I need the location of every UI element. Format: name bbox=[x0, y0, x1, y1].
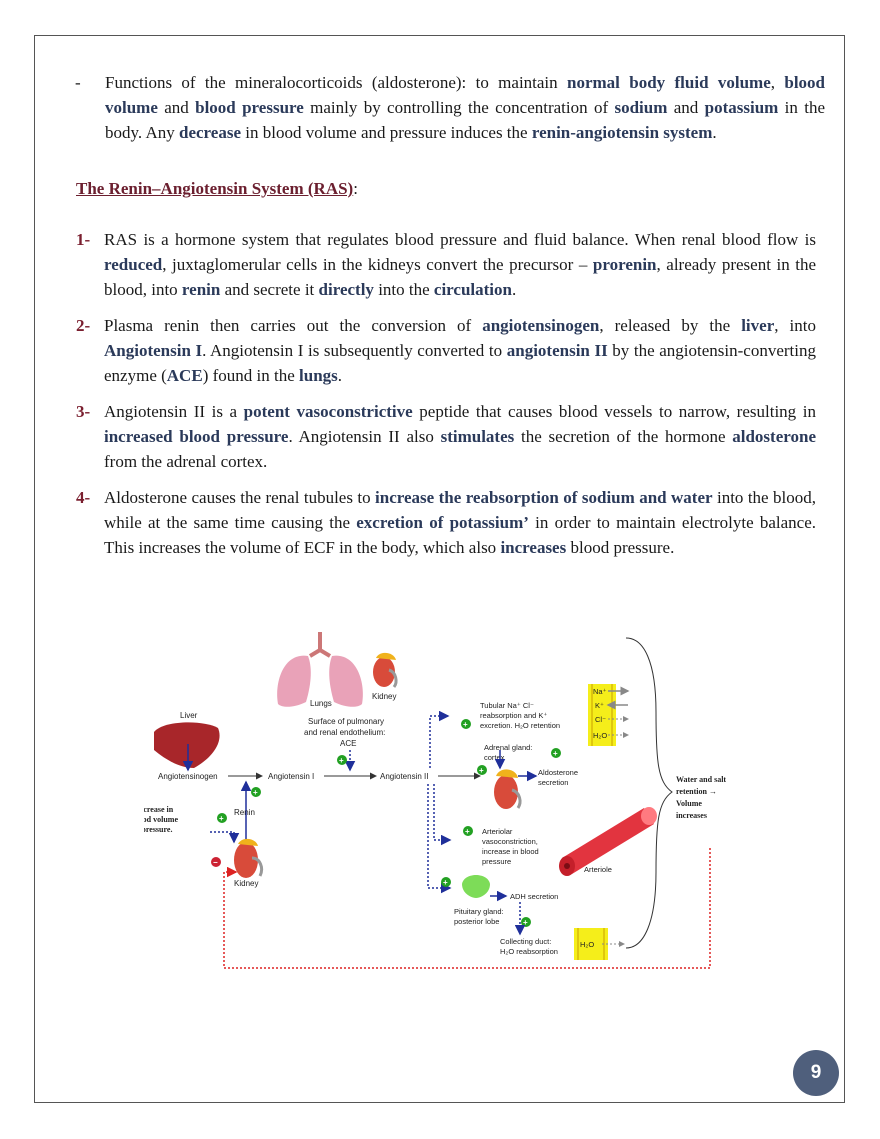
ace-label: ACE bbox=[340, 739, 356, 748]
water-label-1: Water and salt bbox=[676, 775, 726, 784]
plus-icon bbox=[337, 755, 347, 765]
svg-text:+: + bbox=[479, 766, 484, 775]
list-item: 1- RAS is a hormone system that regulate… bbox=[76, 230, 816, 299]
collecting-label-1: Collecting duct: bbox=[500, 937, 551, 946]
kidney-bottom-label: Kidney bbox=[234, 879, 258, 888]
numbered-list: 1- RAS is a hormone system that regulate… bbox=[76, 227, 816, 571]
aldosterone-label-1: Aldosterone bbox=[538, 768, 578, 777]
adrenal-label-2: cortex bbox=[484, 753, 505, 762]
plus-icon bbox=[441, 877, 451, 887]
svg-text:H₂O: H₂O bbox=[593, 731, 607, 740]
minus-icon bbox=[211, 857, 221, 867]
ion-box: Na⁺ K⁺ Cl⁻ H₂O bbox=[588, 684, 630, 746]
angiotensinogen-label: Angiotensinogen bbox=[158, 772, 218, 781]
decrease-label-3: or pressure. bbox=[144, 825, 172, 834]
arteriole-icon bbox=[559, 807, 657, 876]
decrease-label-2: blood volume bbox=[144, 815, 178, 824]
ras-diagram: Lungs Kidney Surface of pulmonary and re… bbox=[132, 632, 760, 978]
section-heading: The Renin–Angiotensin System (RAS): bbox=[76, 179, 358, 198]
renin-label: Renin bbox=[234, 808, 255, 817]
brace bbox=[625, 637, 673, 949]
plus-icon bbox=[217, 813, 227, 823]
tubular-label-2: reabsorption and K⁺ bbox=[480, 711, 547, 720]
water-label-4: increases bbox=[676, 811, 707, 820]
adrenal-kidney-icon bbox=[494, 769, 522, 809]
lungs-label: Lungs bbox=[310, 699, 332, 708]
svg-text:+: + bbox=[553, 749, 558, 758]
arteriolar-label-2: vasoconstriction, bbox=[482, 837, 538, 846]
kidney-bottom-icon bbox=[234, 838, 264, 878]
ras-diagram-svg: Lungs Kidney Surface of pulmonary and re… bbox=[132, 632, 760, 978]
plus-icon bbox=[521, 917, 531, 927]
collecting-label-2: H₂O reabsorption bbox=[500, 947, 558, 956]
arteriolar-label-4: pressure bbox=[482, 857, 511, 866]
svg-text:Cl⁻: Cl⁻ bbox=[595, 715, 606, 724]
liver-icon bbox=[154, 722, 220, 768]
svg-text:H₂O: H₂O bbox=[580, 940, 594, 949]
surface-label-1: Surface of pulmonary bbox=[308, 717, 384, 726]
svg-text:+: + bbox=[465, 827, 470, 836]
page-number: 9 bbox=[793, 1050, 839, 1096]
svg-text:+: + bbox=[463, 720, 468, 729]
pituitary-label-1: Pituitary gland: bbox=[454, 907, 504, 916]
list-item: 2- Plasma renin then carries out the con… bbox=[76, 316, 816, 385]
pituitary-icon bbox=[462, 875, 490, 898]
plus-icon bbox=[463, 826, 473, 836]
plus-icon bbox=[461, 719, 471, 729]
svg-text:+: + bbox=[339, 756, 344, 765]
svg-text:+: + bbox=[443, 878, 448, 887]
intro-paragraph: - Functions of the mineralocorticoids (a… bbox=[75, 70, 825, 145]
plus-icon bbox=[251, 787, 261, 797]
svg-text:+: + bbox=[523, 918, 528, 927]
angiotensin-2-label: Angiotensin II bbox=[380, 772, 428, 781]
tubular-label-1: Tubular Na⁺ Cl⁻ bbox=[480, 701, 534, 710]
kidney-top-icon bbox=[373, 652, 398, 688]
decrease-label-1: Decrease in bbox=[144, 805, 174, 814]
water-label-3: Volume bbox=[676, 799, 702, 808]
plus-icon bbox=[551, 748, 561, 758]
arteriole-label: Arteriole bbox=[584, 865, 612, 874]
svg-text:+: + bbox=[253, 788, 258, 797]
surface-label-2: and renal endothelium: bbox=[304, 728, 385, 737]
tubular-label-3: excretion. H₂O retention bbox=[480, 721, 560, 730]
svg-text:K⁺: K⁺ bbox=[595, 701, 604, 710]
plus-icon bbox=[477, 765, 487, 775]
liver-label: Liver bbox=[180, 711, 198, 720]
page-border bbox=[34, 35, 845, 1103]
svg-text:−: − bbox=[213, 858, 218, 867]
list-item: 3- Angiotensin II is a potent vasoconstr… bbox=[76, 402, 816, 471]
adrenal-label-1: Adrenal gland: bbox=[484, 743, 532, 752]
arteriolar-label-1: Arteriolar bbox=[482, 827, 513, 836]
intro-dash: - bbox=[75, 73, 81, 92]
svg-text:+: + bbox=[219, 814, 224, 823]
kidney-top-label: Kidney bbox=[372, 692, 396, 701]
pituitary-label-2: posterior lobe bbox=[454, 917, 499, 926]
lungs-icon bbox=[277, 632, 363, 707]
list-item: 4- Aldosterone causes the renal tubules … bbox=[76, 488, 816, 557]
aldosterone-label-2: secretion bbox=[538, 778, 568, 787]
h2o-box: H₂O bbox=[574, 928, 625, 960]
angiotensin-1-label: Angiotensin I bbox=[268, 772, 314, 781]
svg-text:Na⁺: Na⁺ bbox=[593, 687, 607, 696]
arteriolar-label-3: increase in blood bbox=[482, 847, 539, 856]
water-label-2: retention → bbox=[676, 787, 717, 796]
adh-label: ADH secretion bbox=[510, 892, 558, 901]
